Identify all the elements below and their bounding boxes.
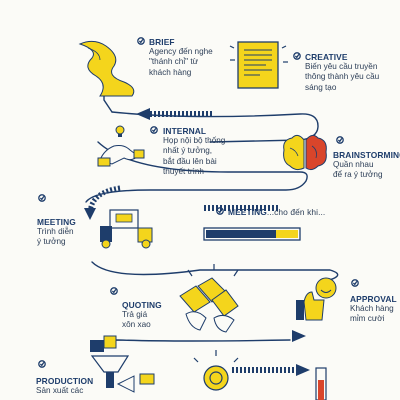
scroll-icon	[78, 40, 135, 97]
step-title: MEETING	[37, 217, 76, 227]
step-title: APPROVAL	[350, 294, 397, 304]
curl-arrow-meeting-head	[84, 208, 96, 220]
step-desc: Khách hàng mỉm cười	[350, 304, 394, 324]
step-internal: INTERNAL Họp nội bộ thống nhất ý tưởng, …	[163, 126, 225, 177]
step-title: INTERNAL	[163, 126, 207, 136]
step-quoting: QUOTING Trả giá xôn xao	[122, 300, 162, 331]
step-brief: BRIEF Agency đến nghe "thánh chỉ" từ khá…	[149, 37, 213, 78]
step-desc: Trả giá xôn xao	[122, 310, 151, 330]
step-title: MEETING	[228, 207, 267, 217]
thumbs-up-icon	[296, 277, 337, 321]
step-desc: Họp nội bộ thống nhất ý tưởng, bắt đầu l…	[163, 136, 226, 176]
step-production: PRODUCTION Sản xuất các	[36, 376, 93, 396]
step-desc: Biến yêu cầu truyền thông thành yêu cầu …	[305, 62, 380, 92]
step-title: BRIEF	[149, 37, 175, 47]
curl-arrow-meeting	[87, 185, 121, 213]
step-desc: Sản xuất các	[36, 386, 84, 396]
production-funnel-icon	[90, 335, 155, 393]
document-icon	[229, 41, 288, 89]
brain-icon	[283, 134, 327, 171]
step-title: QUOTING	[122, 300, 162, 310]
step-desc: Trình diễn ý tưởng	[37, 227, 74, 247]
meeting-progress-bar	[203, 227, 301, 241]
power-icon	[193, 350, 239, 391]
step-suffix: ...cho đến khi...	[266, 207, 326, 217]
track-segment	[150, 111, 296, 373]
computer-icon	[100, 209, 153, 249]
step-title: CREATIVE	[305, 52, 348, 62]
step-approval: APPROVAL Khách hàng mỉm cười	[350, 294, 397, 325]
step-title: PRODUCTION	[36, 376, 94, 386]
step-meeting: MEETING Trình diễn ý tưởng	[37, 217, 76, 248]
meeting-progress-fill	[206, 230, 278, 238]
step-brainstorming: BRAINSTORMING Quần nhau để ra ý tưởng	[333, 150, 400, 181]
step-desc: Agency đến nghe "thánh chỉ" từ khách hàn…	[149, 47, 213, 77]
step-meeting-wait: MEETING...cho đến khi...	[228, 207, 325, 217]
track-arrow-brief	[136, 108, 150, 120]
step-title: BRAINSTORMING	[333, 150, 400, 160]
step-desc: Quần nhau để ra ý tưởng	[333, 160, 383, 180]
step-creative: CREATIVE Biến yêu cầu truyền thông thành…	[305, 52, 379, 93]
check-icon	[38, 37, 359, 368]
track-arrow-production	[296, 364, 310, 376]
money-hands-icon	[179, 264, 239, 333]
thermometer-icon	[315, 367, 327, 400]
handshake-icon	[97, 125, 145, 167]
track-arrow-quoting	[292, 330, 306, 342]
